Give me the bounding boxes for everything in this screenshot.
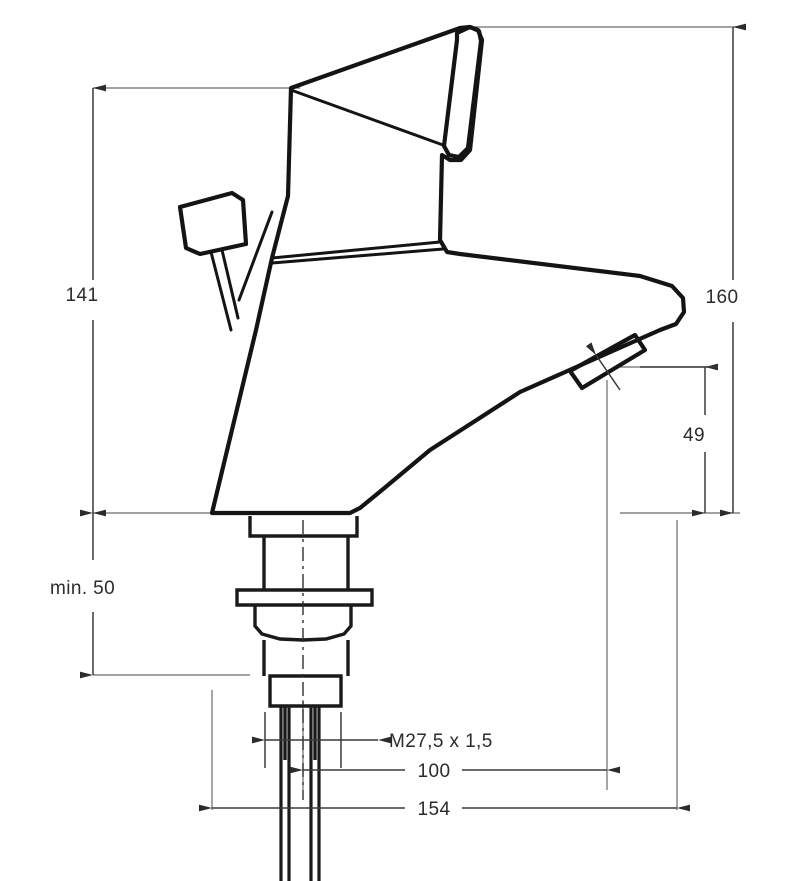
side-lever-paddle [177,190,249,257]
dim-141-label: 141 [66,285,99,306]
side-lever-pivot-arm [237,210,274,302]
dim-160-label: 160 [706,287,739,308]
dim-thread-label: M27,5 x 1,5 [389,731,493,752]
shank-collar [248,516,359,538]
dim-49-label: 49 [683,425,705,446]
dim-154-label: 154 [418,799,451,820]
dim-min50-label: min. 50 [50,578,115,599]
shank-thread-block [268,674,343,708]
shank-lower-barrel [262,640,350,676]
body-shoulder-line [270,240,442,260]
side-lever-stem-right [220,248,240,320]
dimension-49: 49 [585,342,718,517]
spout-outlet-aerator [567,332,648,391]
supply-hoses-group [279,706,321,881]
washer [235,588,374,607]
faucet-body-group [177,24,687,516]
body-top-inner-edge [289,88,445,147]
dimension-141: 141 [66,84,106,517]
dimension-min-50: min. 50 [50,509,115,679]
body-shoulder-line-2 [270,247,445,265]
shank-upper-barrel [262,536,350,590]
dimension-154: 154 [199,799,690,820]
lever-handle [441,24,484,160]
side-lever-stem-left [209,250,233,332]
dimension-thread: M27,5 x 1,5 [252,712,493,768]
dim-49-leader-arrow [585,342,621,391]
dim-100-label: 100 [418,761,451,782]
mounting-shank-group [235,516,374,800]
dimension-100: 100 [290,761,620,782]
dimension-160: 160 [706,23,746,517]
